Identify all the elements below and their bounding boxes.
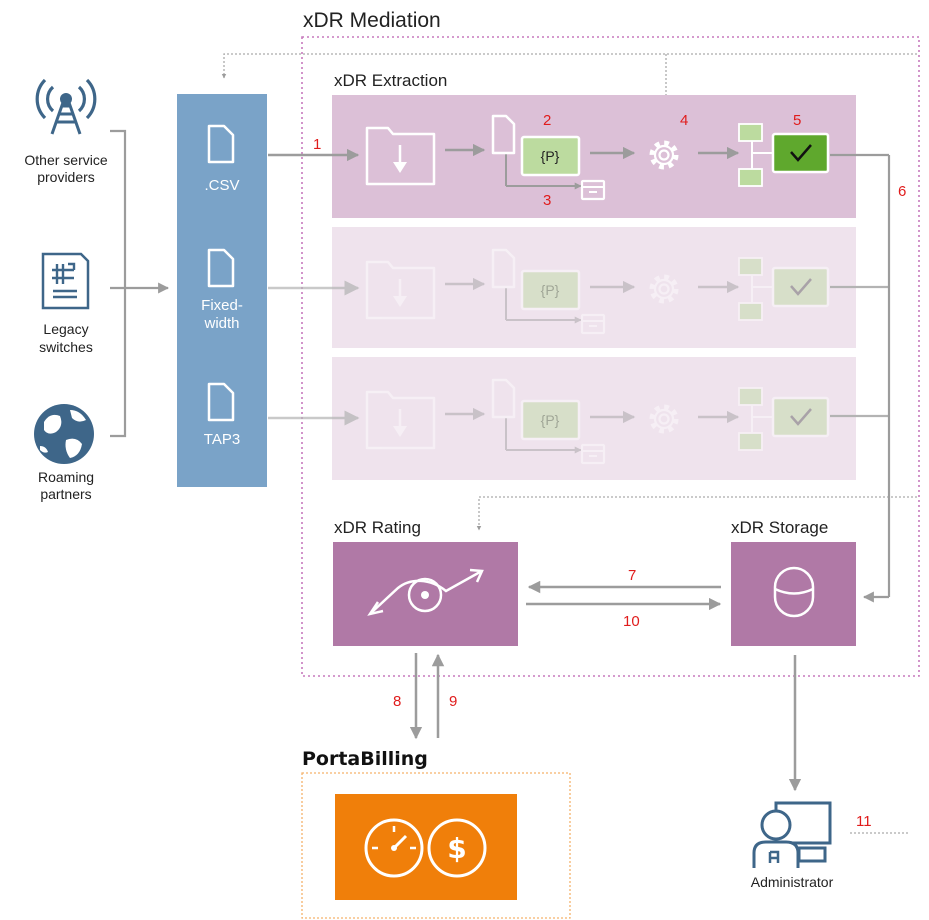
source-label-line2: switches bbox=[39, 339, 93, 355]
source-legacy-switches: Legacy switches bbox=[39, 252, 93, 355]
source-other-service-providers: Other service providers bbox=[24, 78, 108, 185]
format-label: .CSV bbox=[204, 177, 239, 194]
format-label: TAP3 bbox=[204, 431, 240, 448]
format-fixed-width: Fixed- width bbox=[201, 248, 243, 332]
file-icon bbox=[207, 382, 235, 422]
formats-panel bbox=[177, 94, 267, 487]
source-label-line2: partners bbox=[40, 486, 91, 502]
step-number-8: 8 bbox=[393, 693, 401, 710]
validated-check bbox=[771, 132, 830, 174]
extraction-row-background bbox=[332, 95, 856, 218]
mediation-title: xDR Mediation bbox=[303, 9, 441, 32]
step-number-7: 7 bbox=[628, 567, 636, 584]
administrator-icon bbox=[752, 801, 832, 868]
extraction-to-storage-connector bbox=[830, 153, 891, 603]
step-number-11: 11 bbox=[856, 813, 872, 830]
check-icon bbox=[790, 144, 812, 162]
switch-document-icon bbox=[41, 252, 90, 310]
extraction-row-tap3: {P} bbox=[332, 357, 856, 480]
record-block bbox=[738, 123, 763, 142]
rating-title: xDR Rating bbox=[334, 518, 421, 537]
format-csv: .CSV bbox=[204, 124, 240, 194]
database-icon bbox=[773, 566, 815, 618]
extraction-row-background bbox=[332, 357, 856, 480]
record-block bbox=[738, 168, 763, 187]
step-number-1: 1 bbox=[313, 136, 321, 153]
portabilling-title: PortaBilling bbox=[302, 748, 428, 770]
format-label-line1: Fixed- bbox=[201, 297, 243, 314]
antenna-icon bbox=[35, 78, 97, 135]
portabilling-module bbox=[335, 794, 517, 900]
control-connector-rating bbox=[476, 496, 917, 531]
portabilling-boundary bbox=[301, 772, 571, 919]
source-label-line1: Other service bbox=[24, 152, 107, 168]
step-number-3: 3 bbox=[543, 192, 551, 209]
parser-label: {P} bbox=[541, 282, 560, 298]
file-icon bbox=[207, 124, 235, 164]
source-label-line1: Legacy bbox=[43, 321, 88, 337]
control-connector-top bbox=[221, 53, 917, 79]
step-number-10: 10 bbox=[623, 613, 640, 630]
source-roaming-partners: Roaming partners bbox=[34, 404, 94, 502]
extraction-row-csv: {P} bbox=[332, 95, 856, 218]
source-label-line1: Roaming bbox=[38, 469, 94, 485]
svg-text:$: $ bbox=[447, 832, 466, 865]
step-number-9: 9 bbox=[449, 693, 457, 710]
extraction-title: xDR Extraction bbox=[334, 71, 447, 90]
storage-title: xDR Storage bbox=[731, 518, 828, 537]
parser-label: {P} bbox=[541, 148, 560, 164]
billing-dollar-icon: $ bbox=[364, 818, 487, 878]
step-number-4: 4 bbox=[680, 112, 688, 129]
step-number-5: 5 bbox=[793, 112, 801, 129]
file-icon bbox=[207, 248, 235, 288]
step-number-6: 6 bbox=[898, 183, 906, 200]
parser-box bbox=[520, 135, 581, 177]
extraction-row-fixed-width: {P} bbox=[332, 227, 856, 348]
format-tap3: TAP3 bbox=[204, 382, 240, 448]
administrator-label: Administrator bbox=[751, 874, 834, 890]
format-label-line2: width bbox=[203, 315, 239, 332]
rating-icon bbox=[367, 568, 484, 616]
mediation-boundary bbox=[301, 36, 920, 677]
source-label-line2: providers bbox=[37, 169, 95, 185]
step-number-2: 2 bbox=[543, 112, 551, 129]
parser-label: {P} bbox=[541, 412, 560, 428]
sources-bracket bbox=[110, 129, 170, 438]
globe-icon bbox=[34, 404, 94, 464]
